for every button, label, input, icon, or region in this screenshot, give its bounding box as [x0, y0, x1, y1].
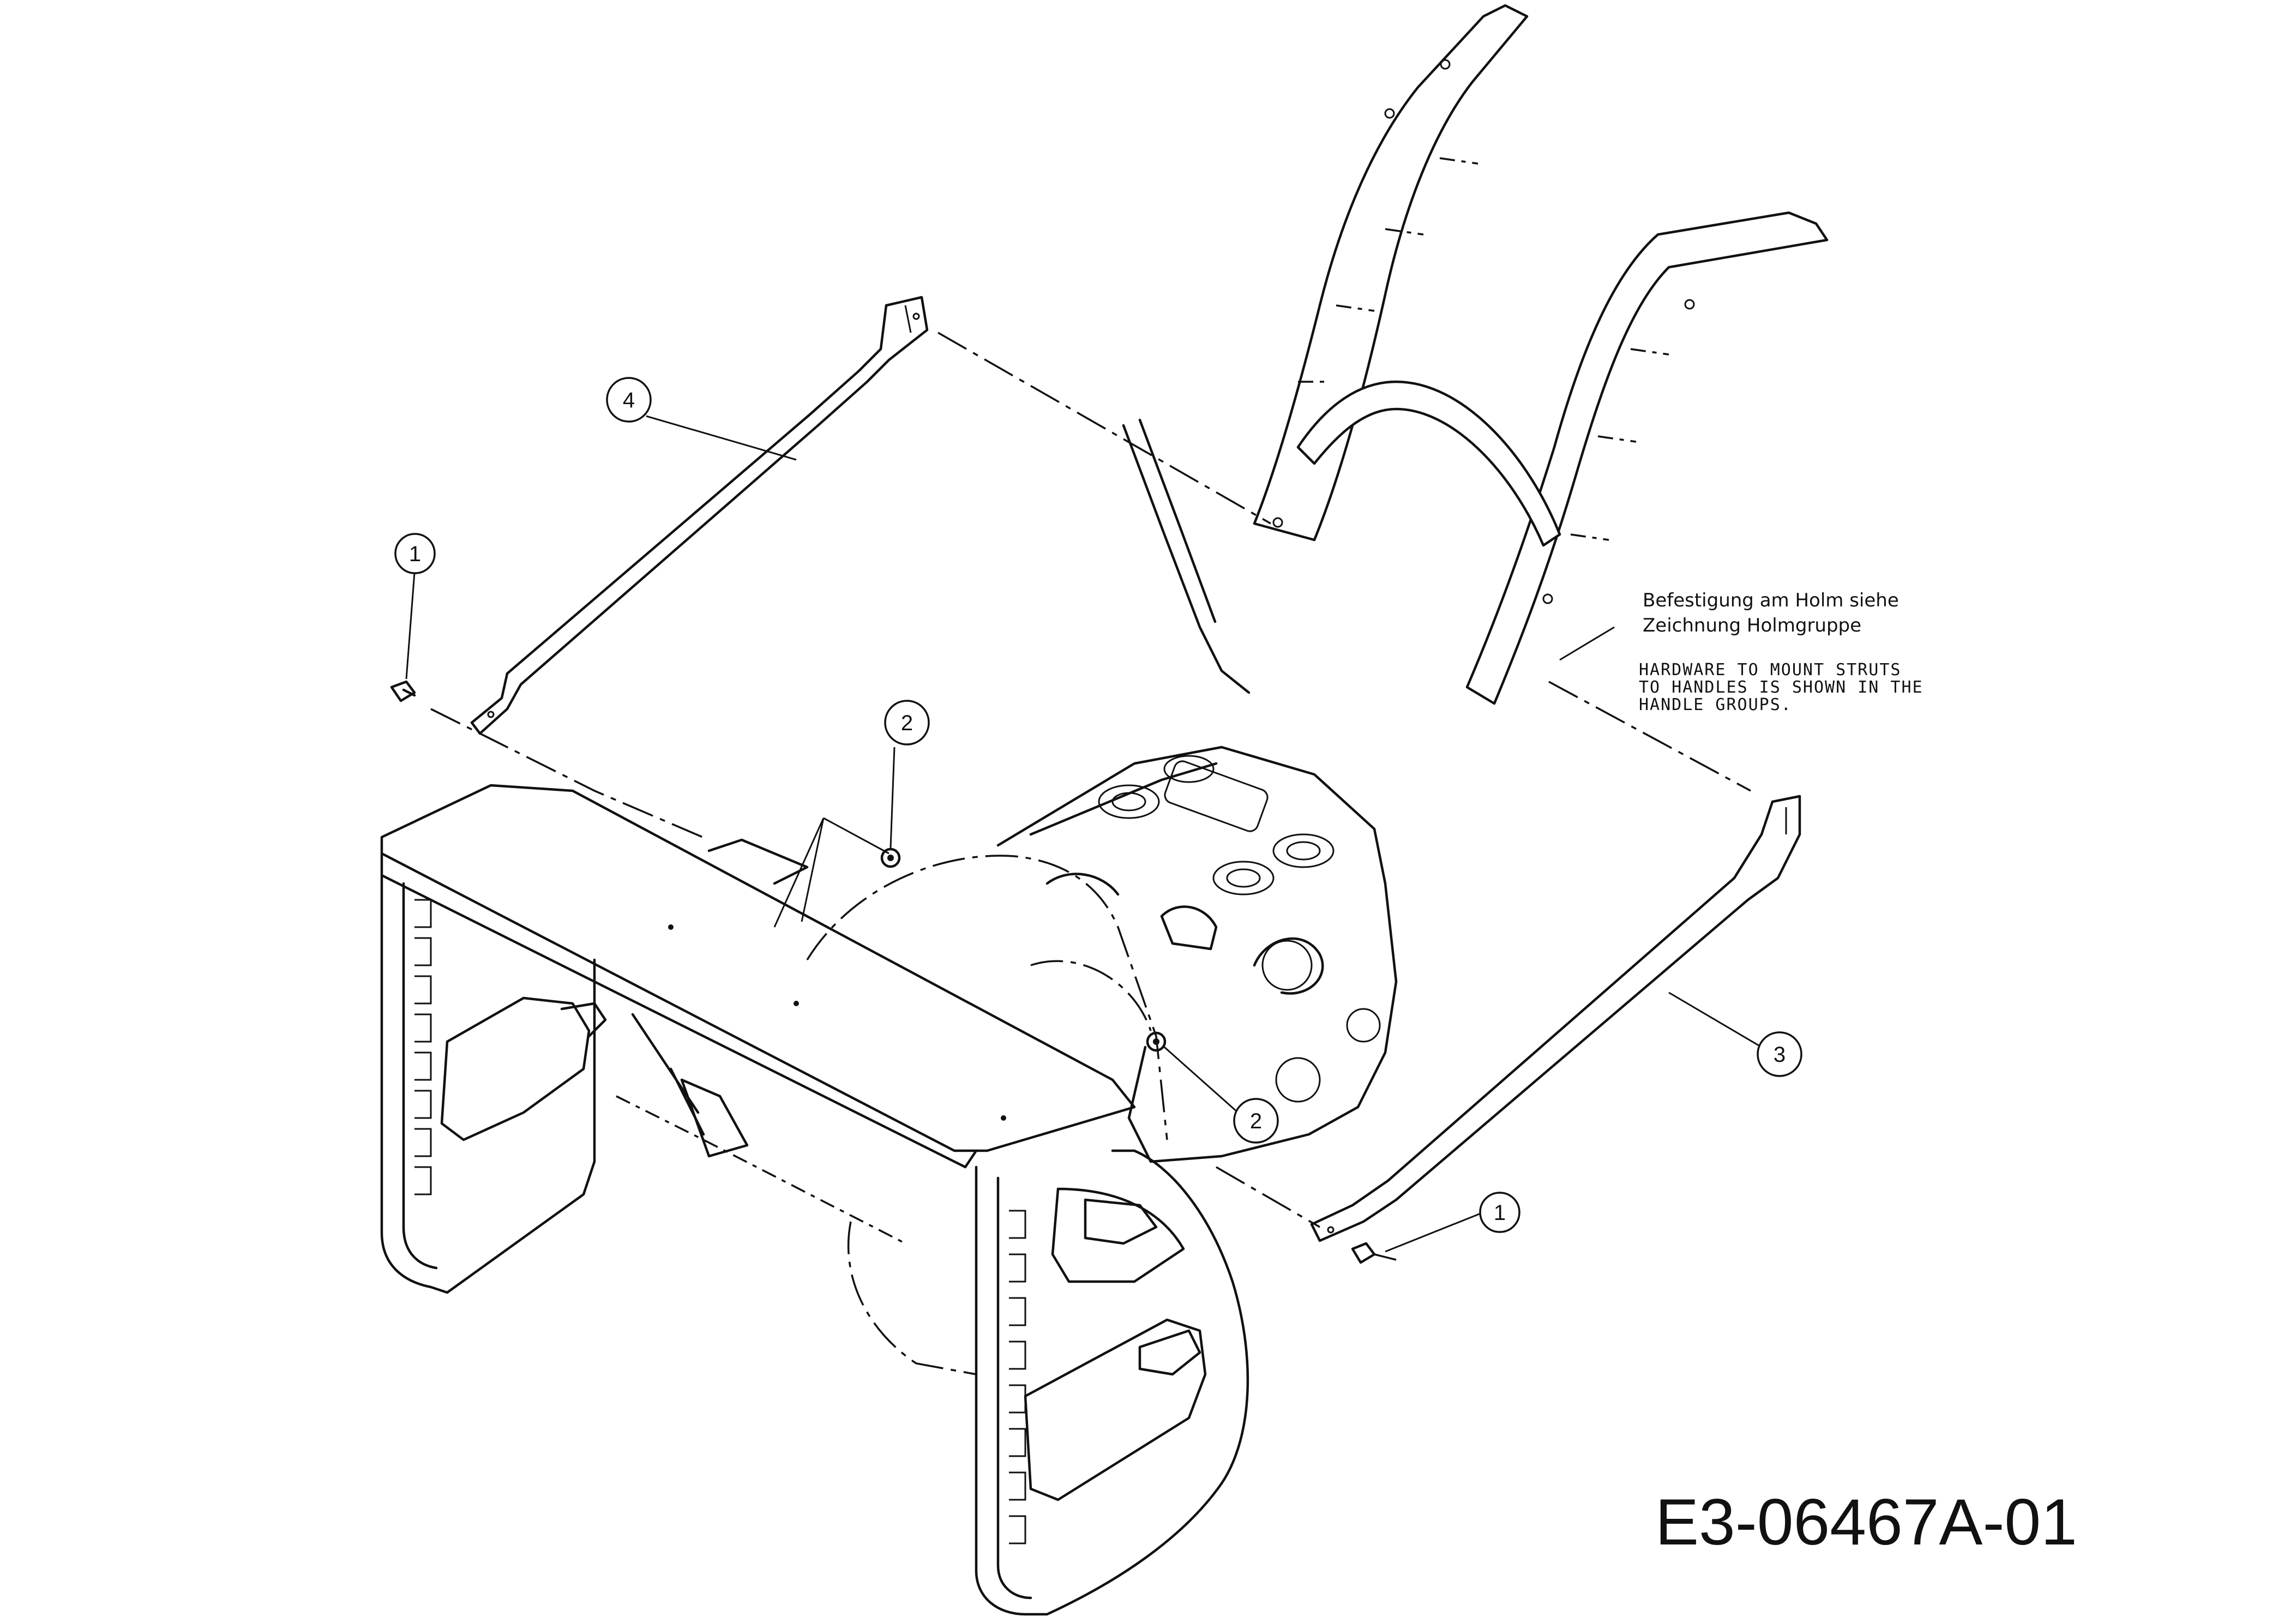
callout-label: 3	[1774, 1043, 1786, 1067]
callout-label: 2	[901, 711, 913, 735]
callout-balloon-1-right: 1	[1479, 1192, 1520, 1233]
drawing-number: E3-06467A-01	[1655, 1486, 2077, 1559]
strut-part-4	[470, 296, 929, 735]
strut-part-3	[1310, 795, 1801, 1242]
mounting-note: Befestigung am Holm siehe Zeichnung Holm…	[1639, 590, 1924, 714]
note-english-line-1: HARDWARE TO MOUNT STRUTS	[1639, 660, 1901, 680]
hardware	[390, 680, 1376, 1264]
assembly-centerlines	[430, 332, 1751, 1261]
callout-label: 1	[409, 542, 421, 566]
callout-leaders	[405, 415, 1762, 1253]
note-german-line-1: Befestigung am Holm siehe	[1643, 590, 1899, 611]
auger-housing	[380, 784, 1249, 1616]
callout-balloon-4: 4	[606, 377, 652, 423]
handle-assembly	[1122, 4, 1829, 705]
callout-label: 4	[623, 388, 635, 412]
frame-housing	[996, 746, 1398, 1163]
callout-label: 1	[1494, 1201, 1506, 1225]
callout-label: 2	[1250, 1109, 1262, 1133]
note-english-line-2: TO HANDLES IS SHOWN IN THE	[1639, 678, 1924, 697]
callout-balloon-2-top: 2	[884, 700, 930, 746]
note-english-line-3: HANDLE GROUPS.	[1639, 695, 1792, 714]
callout-balloon-1-left: 1	[394, 533, 436, 574]
callout-balloon-3: 3	[1757, 1031, 1802, 1077]
note-german-line-2: Zeichnung Holmgruppe	[1643, 615, 1861, 636]
callout-balloon-2-lower: 2	[1233, 1098, 1279, 1144]
